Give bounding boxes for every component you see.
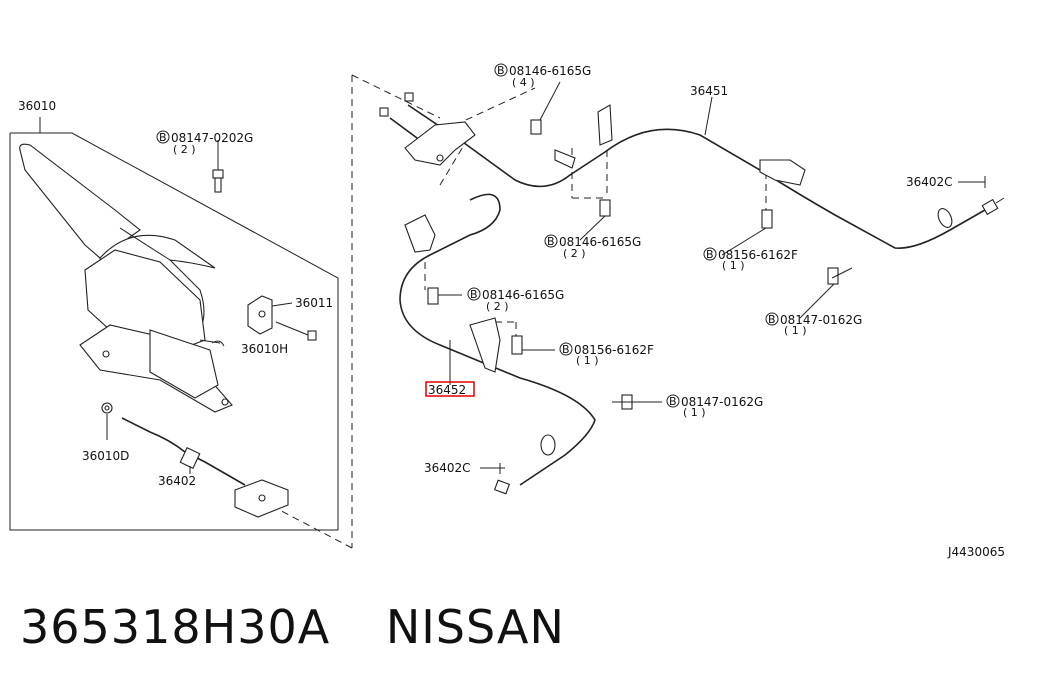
label-36402[interactable]: 36402 — [158, 474, 196, 488]
lever-assembly-box — [9, 117, 339, 531]
bolt-08147-0202G — [212, 160, 224, 193]
bolt-callout[interactable]: B 08147-0162G ( 1 ) — [666, 394, 763, 419]
label-36011[interactable]: 36011 — [295, 296, 333, 310]
bolt-qty: ( 2 ) — [173, 143, 196, 156]
bolt-prefix: B — [547, 235, 555, 248]
equalizer-bracket — [379, 92, 613, 166]
bolt-callout[interactable]: B 08147-0162G ( 1 ) — [765, 312, 862, 337]
bolt-code: 08147-0202G — [171, 131, 253, 145]
bolt-prefix: B — [669, 395, 677, 408]
part-number: 365318H30A — [20, 600, 331, 654]
bolt-qty: ( 1 ) — [683, 406, 706, 419]
reference-code: J4430065 — [947, 545, 1005, 559]
bolt-qty: ( 1 ) — [722, 259, 745, 272]
front-cable-36402 — [121, 417, 289, 518]
bolt-callout[interactable]: B 08146-6165G ( 2 ) — [544, 234, 641, 260]
cable-36452 — [399, 193, 596, 495]
brand-name: NISSAN — [385, 600, 565, 654]
bolt-callout[interactable]: B 08147-0202G ( 2 ) — [156, 130, 253, 156]
leader-lines — [217, 81, 986, 474]
brake-lever-drawing — [19, 143, 233, 413]
bolt-code: 08146-6165G — [509, 64, 591, 78]
bolt-prefix: B — [562, 343, 570, 356]
bracket-36011 — [247, 295, 293, 335]
screw-36010H — [275, 321, 317, 341]
bolt-code: 08146-6165G — [559, 235, 641, 249]
bolt-code: 08146-6165G — [482, 288, 564, 302]
bolt-prefix: B — [159, 131, 167, 144]
label-36010[interactable]: 36010 — [18, 99, 56, 113]
dashed-guide-lines — [269, 74, 767, 549]
bolt-qty: ( 4 ) — [512, 76, 535, 89]
bolt-prefix: B — [768, 313, 776, 326]
label-36010D[interactable]: 36010D — [82, 449, 129, 463]
nut-36010D — [101, 402, 113, 440]
caption: 365318H30A NISSAN — [20, 600, 565, 654]
bolt-code: 08147-0162G — [681, 395, 763, 409]
label-36010H[interactable]: 36010H — [241, 342, 288, 356]
bolt-qty: ( 2 ) — [563, 247, 586, 260]
bolt-code: 08156-6162F — [574, 343, 654, 357]
label-36402C-left[interactable]: 36402C — [424, 461, 471, 475]
bolt-callout[interactable]: B 08146-6165G ( 4 ) — [494, 63, 591, 89]
cable-36451 — [389, 104, 1005, 249]
highlight-box-36452 — [425, 381, 475, 397]
bolt-code: 08156-6162F — [718, 248, 798, 262]
bolt-qty: ( 2 ) — [486, 300, 509, 313]
bolt-callouts: B 08147-0202G ( 2 ) B 08146-6165G ( 4 ) … — [156, 63, 862, 419]
label-36451[interactable]: 36451 — [690, 84, 728, 98]
bolt-prefix: B — [706, 248, 714, 261]
bolt-qty: ( 1 ) — [576, 354, 599, 367]
bolt-prefix: B — [497, 64, 505, 77]
bolt-callout[interactable]: B 08156-6162F ( 1 ) — [559, 342, 654, 367]
bolt-callout[interactable]: B 08146-6165G ( 2 ) — [467, 287, 564, 313]
label-36452[interactable]: 36452 — [428, 383, 466, 397]
part-labels: 36010 36011 36010H 36010D 36402 36451 36… — [18, 84, 1005, 559]
bolt-qty: ( 1 ) — [784, 324, 807, 337]
bolt-prefix: B — [470, 288, 478, 301]
bolt-callout[interactable]: B 08156-6162F ( 1 ) — [703, 247, 798, 272]
bolt-code: 08147-0162G — [780, 313, 862, 327]
label-36402C-right[interactable]: 36402C — [906, 175, 953, 189]
